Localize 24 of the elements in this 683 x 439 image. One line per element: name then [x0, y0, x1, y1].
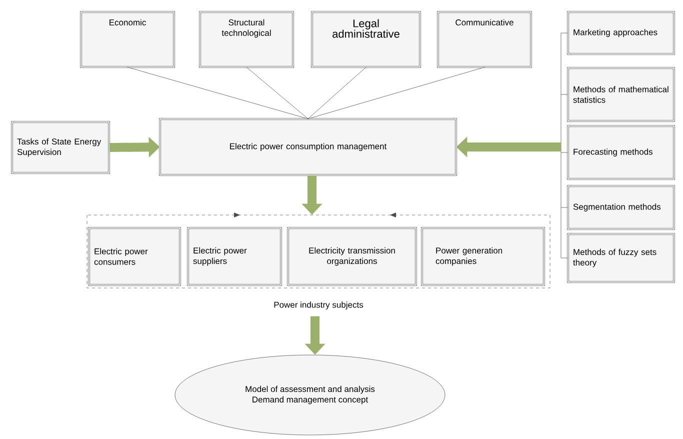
text-box: Electric power consumers — [88, 227, 181, 286]
text-box: Legal administrative — [311, 11, 421, 68]
text-box: Electric power suppliers — [187, 227, 282, 286]
text-box: Forecasting methods — [567, 125, 675, 180]
bracket-line — [560, 94, 568, 95]
connector-line — [308, 67, 366, 119]
text-box: Electric power consumption management — [159, 118, 457, 176]
text-box: Segmentation methods — [567, 185, 675, 230]
connector-line — [308, 67, 485, 119]
text-box: Communicative — [437, 11, 532, 68]
text-box: Marketing approaches — [567, 11, 675, 55]
text-box: Methods of mathematical statistics — [567, 67, 675, 122]
bracket-line — [560, 207, 568, 208]
text-box: Methods of fuzzy sets theory — [567, 233, 675, 283]
node-label: Power industry subjects — [274, 302, 364, 310]
text-box: Power generation companies — [421, 227, 545, 286]
connector-line — [246, 67, 308, 119]
text-box: Structural technological — [199, 11, 294, 68]
text-box: Tasks of State Energy Supervision — [11, 121, 110, 174]
connector-line — [127, 67, 308, 119]
bracket-line — [560, 32, 568, 34]
text-box: Economic — [80, 11, 175, 68]
bracket-line — [560, 152, 568, 153]
text-box: Electricity transmission organizations — [287, 227, 417, 286]
